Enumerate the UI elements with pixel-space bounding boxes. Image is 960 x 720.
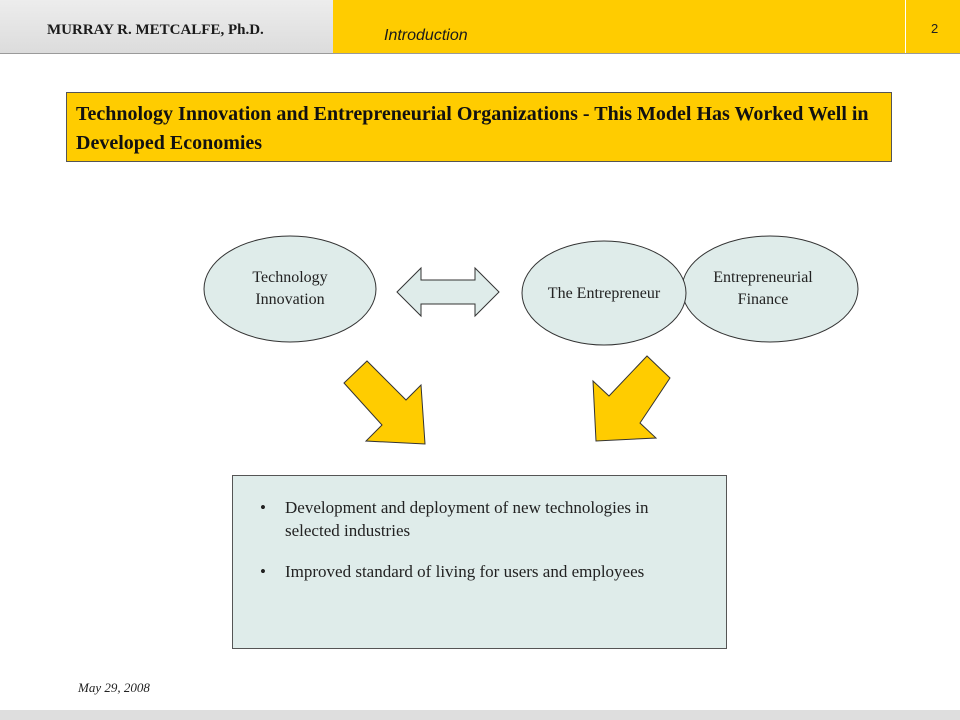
technology-line-2: Innovation [255, 291, 325, 308]
bullet-icon: • [260, 562, 266, 581]
down-left-arrow [592, 355, 671, 442]
header-divider [0, 53, 960, 54]
entrepreneur-ellipse [521, 240, 687, 346]
outcomes-box: • Development and deployment of new tech… [232, 475, 727, 649]
slide-title: Technology Innovation and Entrepreneuria… [66, 92, 892, 162]
technology-line-1: Technology [252, 269, 328, 286]
page-number: 2 [931, 21, 939, 36]
technology-innovation-ellipse [203, 235, 377, 343]
entrepreneur-line-1: The Entrepreneur [547, 285, 661, 302]
outcome-text: Improved standard of living for users an… [285, 562, 645, 581]
section-label: Introduction [384, 27, 468, 44]
finance-line-2: Finance [737, 291, 789, 308]
header-page-panel [905, 0, 960, 53]
outcome-text: Development and deployment of new techno… [285, 498, 649, 540]
bidirectional-arrow [396, 266, 500, 318]
down-right-arrow [343, 360, 426, 445]
entrepreneurial-finance-label: Entrepreneurial Finance [688, 267, 838, 311]
header-section-panel [333, 0, 905, 53]
header-author-panel [0, 0, 333, 53]
finance-line-1: Entrepreneurial [713, 269, 813, 286]
author-name: MURRAY R. METCALFE, Ph.D. [47, 22, 264, 38]
outcome-item: • Improved standard of living for users … [260, 560, 675, 583]
outcome-item: • Development and deployment of new tech… [260, 496, 675, 542]
entrepreneur-label: The Entrepreneur [524, 283, 684, 305]
footer-bar [0, 710, 960, 720]
technology-innovation-label: Technology Innovation [220, 267, 360, 311]
bullet-icon: • [260, 498, 266, 517]
slide-date: May 29, 2008 [78, 680, 150, 695]
